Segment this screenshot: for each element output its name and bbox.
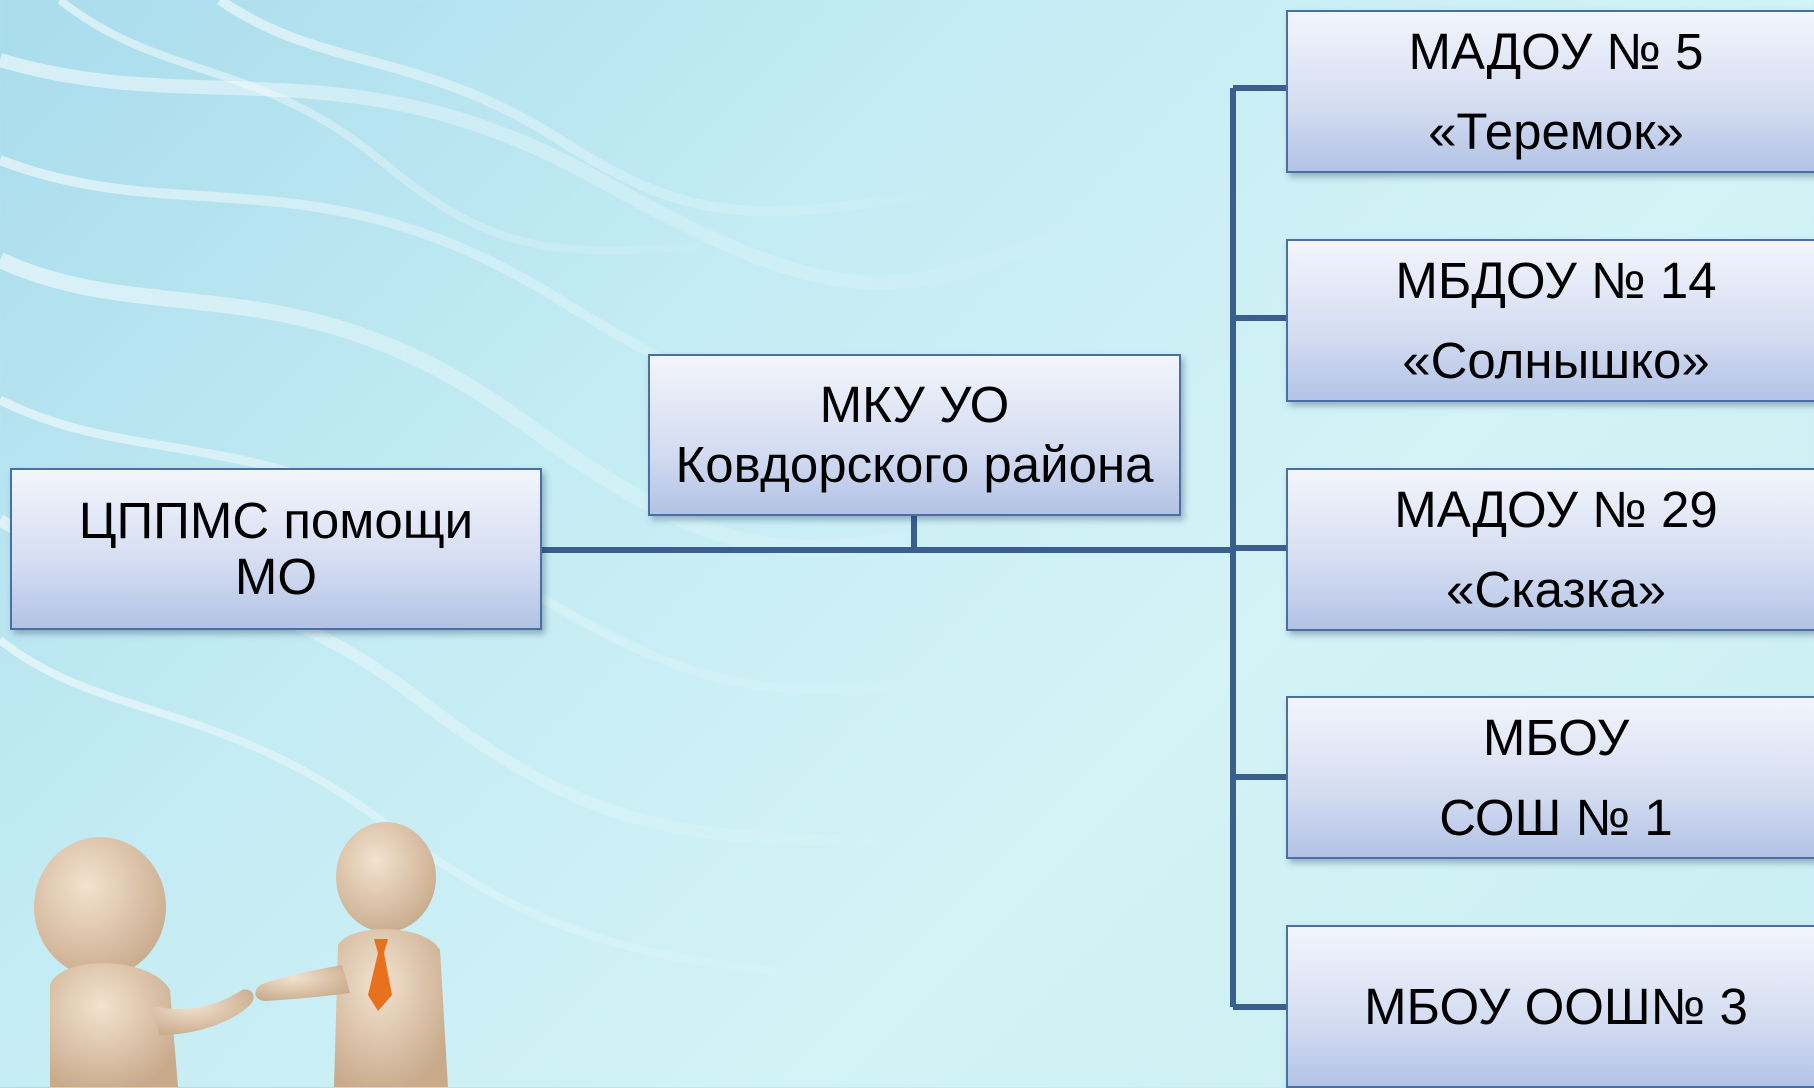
branch-node-box-4: МБОУ СОШ № 1 xyxy=(1286,696,1814,859)
handshake-figures-icon xyxy=(34,822,448,1087)
branch-node-3-line2: «Сказка» xyxy=(1446,560,1666,618)
branch-node-2-line1: МБДОУ № 14 xyxy=(1395,251,1717,309)
branch-node-1-line1: МАДОУ № 5 xyxy=(1408,22,1704,80)
branch-node-3-line1: МАДОУ № 29 xyxy=(1394,480,1718,538)
middle-node-box: МКУ УО Ковдорского района xyxy=(648,354,1181,516)
branch-node-4-line2: СОШ № 1 xyxy=(1439,788,1673,846)
branch-node-box-3: МАДОУ № 29 «Сказка» xyxy=(1286,468,1814,631)
branch-node-2-line2: «Солнышко» xyxy=(1402,331,1710,389)
branch-node-box-1: МАДОУ № 5 «Теремок» xyxy=(1286,10,1814,173)
root-node-box: ЦППМС помощи МО xyxy=(10,468,542,630)
branch-node-box-2: МБДОУ № 14 «Солнышко» xyxy=(1286,239,1814,402)
branch-node-box-5: МБОУ ООШ№ 3 xyxy=(1286,925,1814,1088)
middle-node-line2: Ковдорского района xyxy=(675,436,1154,493)
middle-node-line1: МКУ УО xyxy=(819,376,1010,433)
root-node-line2: МО xyxy=(234,548,318,605)
branch-node-5-line1: МБОУ ООШ№ 3 xyxy=(1364,977,1748,1035)
branch-node-1-line2: «Теремок» xyxy=(1428,102,1684,160)
branch-node-4-line1: МБОУ xyxy=(1482,708,1630,766)
root-node-line1: ЦППМС помощи xyxy=(78,492,474,549)
